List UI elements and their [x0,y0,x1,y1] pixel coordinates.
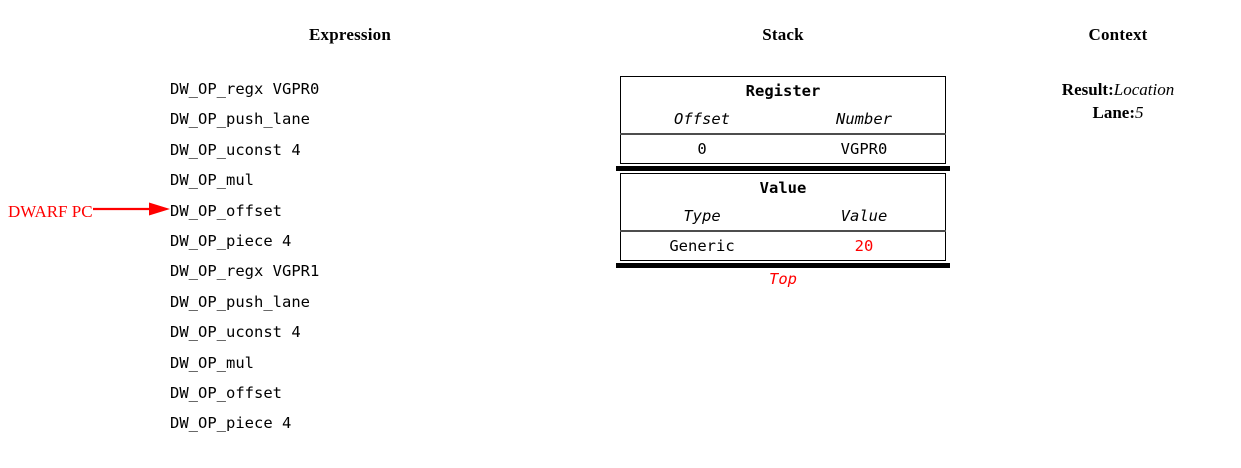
expression-line: DW_OP_mul [170,353,254,372]
stack-entry-column-header-row: Offset Number [621,105,946,134]
expression-line: DW_OP_mul [170,171,254,190]
dwarf-pc-marker: DWARF PC [8,199,171,223]
expression-list: DW_OP_regx VGPR0 DW_OP_push_lane DW_OP_u… [170,74,550,439]
stack-entry-title: Register [745,82,821,100]
stack-entry-value: Value Type Value Generic 20 [620,173,946,261]
context-panel: Result:Location Lane:5 [998,78,1238,124]
stack-column-header: Value [840,207,888,225]
context-key: Lane: [1092,103,1136,122]
context-value: Location [1113,80,1175,99]
stack-column-header: Type [683,207,721,225]
context-value: 5 [1135,103,1144,122]
context-row-lane: Lane:5 [998,101,1238,124]
dwarf-pc-label: DWARF PC [8,201,93,221]
column-heading-expression: Expression [309,25,391,44]
expression-line: DW_OP_regx VGPR1 [170,262,320,281]
expression-line: DW_OP_piece 4 [170,231,292,250]
stack-column-header: Number [836,110,892,128]
expression-line: DW_OP_uconst 4 [170,140,301,159]
stack-entry-register: Register Offset Number 0 VGPR0 [620,76,946,164]
stack-top-label: Top [769,270,797,288]
stack-separator-rule [616,166,950,171]
expression-line: DW_OP_push_lane [170,292,310,311]
stack-entry-title-row: Value [621,174,946,203]
stack-bottom-rule [616,263,950,268]
column-heading-stack: Stack [762,25,804,44]
stack-cell-value: Generic [620,230,783,261]
expression-line: DW_OP_regx VGPR0 [170,80,320,98]
stack-entry-title-row: Register [621,77,946,106]
stack-column-header: Offset [674,110,730,128]
stack-entry-data-row: Generic 20 [620,230,946,261]
stack-cell-value: VGPR0 [783,133,946,164]
column-heading-context: Context [1088,25,1148,44]
expression-line: DW_OP_offset [170,383,282,402]
expression-line: DW_OP_uconst 4 [170,323,301,342]
context-row-result: Result:Location [998,78,1238,101]
expression-line: DW_OP_piece 4 [170,414,292,433]
stack-cell-value: 0 [620,133,783,164]
stack-cell-value: 20 [783,230,946,261]
expression-line: DW_OP_offset [170,201,282,220]
stack-entry-title: Value [759,179,807,197]
stack-entry-data-row: 0 VGPR0 [620,133,946,164]
stack-entry-column-header-row: Type Value [621,202,946,231]
stack-diagram: Register Offset Number 0 VGPR0 Value Typ… [616,76,950,289]
context-key: Result: [1061,80,1114,99]
expression-line: DW_OP_push_lane [170,110,310,129]
arrow-right-icon [92,200,171,223]
